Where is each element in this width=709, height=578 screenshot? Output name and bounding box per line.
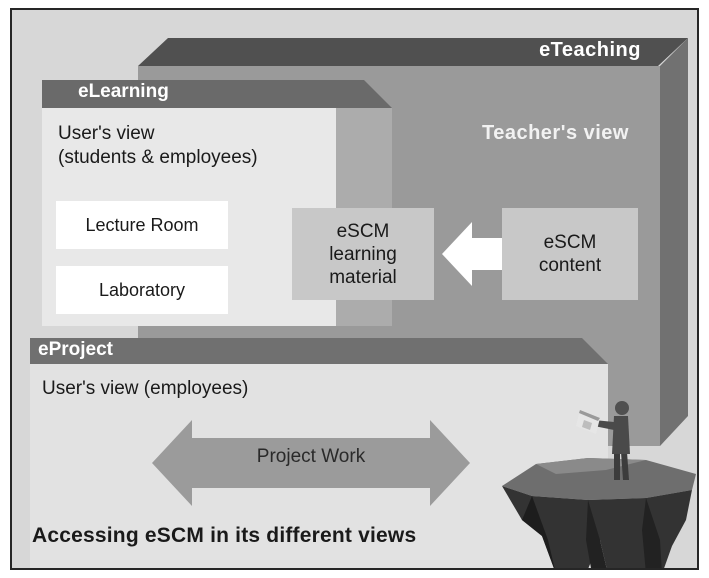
diagram-frame: eTeaching Teacher's view eLearning User'…: [10, 8, 699, 570]
eteaching-top-face: [138, 38, 688, 66]
project-work-label: Project Work: [256, 446, 366, 467]
teacher-view-label: Teacher's view: [481, 122, 629, 144]
eteaching-label: eTeaching: [539, 39, 641, 61]
eproject-label: eProject: [38, 339, 113, 360]
eproject-user-view: User's view (employees): [42, 378, 249, 399]
left-arrow-icon: [442, 222, 502, 286]
eproject-top-face: [30, 338, 608, 364]
diagram-caption: Accessing eSCM in its different views: [32, 524, 417, 547]
double-arrow-icon: [152, 420, 470, 506]
laboratory-box: Laboratory: [56, 266, 228, 314]
elearning-top-face: [42, 80, 392, 108]
elearning-label: eLearning: [78, 81, 169, 102]
escm-learning-material-box: eSCM learning material: [292, 208, 434, 300]
escm-content-box: eSCM content: [502, 208, 638, 300]
elearning-user-view: User's view (students & employees): [58, 123, 258, 168]
eteaching-side-face: [660, 38, 688, 446]
person-reading-icon: [502, 401, 696, 568]
lecture-room-box: Lecture Room: [56, 201, 228, 249]
